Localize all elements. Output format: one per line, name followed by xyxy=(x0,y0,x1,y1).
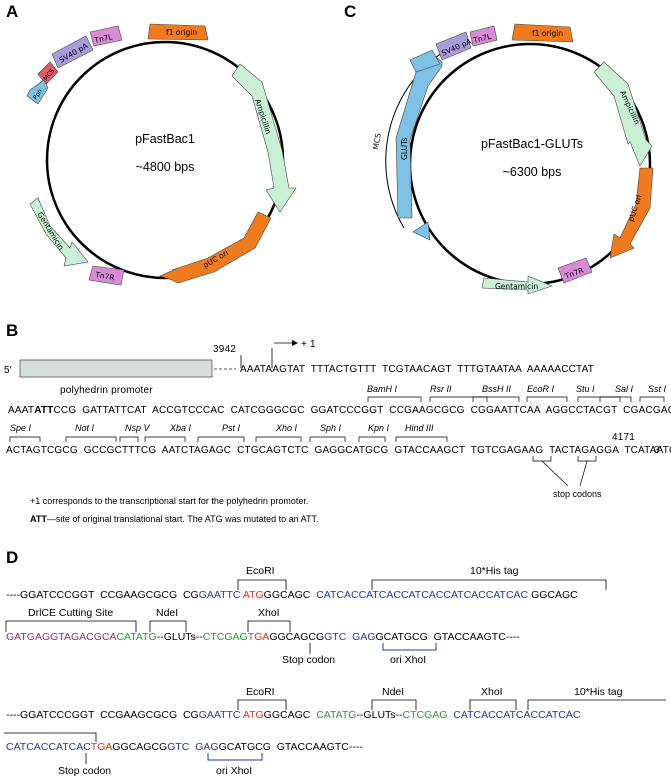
d2-ori-bracket xyxy=(207,753,263,761)
feature-c-sv40pa: SV40 pA xyxy=(435,31,474,61)
plasmid-a-size: ~4800 bps xyxy=(136,160,195,174)
seq-line-3: ACTAGTCGCG GCCGCTTTCG AATCTAGAGC CTGCAGT… xyxy=(6,445,671,456)
d1-stop-label: Stop codon xyxy=(282,654,335,666)
promoter-label: polyhedrin promoter xyxy=(60,385,153,396)
d1-ecori-label: EcoRI xyxy=(246,565,275,577)
feature-c-ampicillin: Ampicillin xyxy=(593,61,653,167)
enzyme-sali: Sal I xyxy=(615,384,634,394)
d1-his-label: 10*His tag xyxy=(470,565,519,577)
note-att: ATT—site of original translational start… xyxy=(30,514,318,524)
enzyme-noti: Not I xyxy=(75,423,95,433)
plasmid-c-size: ~6300 bps xyxy=(503,165,562,179)
d2-ndei-label: NdeI xyxy=(382,686,404,698)
five-prime: 5′ xyxy=(4,365,12,376)
feature-a-puc-ori: pUC ori xyxy=(159,211,272,284)
feature-a-sv40pa: SV40 pA xyxy=(51,35,94,69)
plasmid-c-name: pFastBac1-GLUTs xyxy=(481,137,583,151)
plus1-label: + 1 xyxy=(301,339,316,350)
position-4171: 4171 xyxy=(612,432,635,443)
feature-c-promoter-marker xyxy=(412,221,431,241)
svg-text:f1 origin: f1 origin xyxy=(532,29,563,38)
enzyme-row-1 xyxy=(367,396,665,402)
feature-a-mcs: MCS xyxy=(37,61,59,85)
svg-text:Tn7R: Tn7R xyxy=(94,270,116,282)
position-3942: 3942 xyxy=(213,344,236,355)
enzyme-bamhi: BamH I xyxy=(367,384,398,394)
d1-seq-line-2: GATGAGGTAGACGCACATATG--GLUTs--CTCGAGTGAG… xyxy=(6,631,520,643)
polyhedrin-promoter-box xyxy=(19,359,213,378)
svg-text:f1 origin: f1 origin xyxy=(166,28,197,37)
feature-c-gentamicin: Gentamicin xyxy=(481,275,553,295)
d2-seq-line-1: ----GGATCCCGGT CCGAAGCGCG CGGAATTC ATGGG… xyxy=(6,709,581,721)
d2-ori-label: ori XhoI xyxy=(216,765,252,777)
stop-codon-brackets xyxy=(532,456,597,487)
enzyme-sphi: Sph I xyxy=(320,423,342,433)
enzyme-kpni: Kpn I xyxy=(368,423,390,433)
feature-a-tn7l: Tn7L xyxy=(89,25,123,47)
feature-c-f1-origin: f1 origin xyxy=(511,23,574,43)
feature-a-ampicillin: Ampicillin xyxy=(231,63,297,213)
plasmid-a-name: pFastBac1 xyxy=(135,132,195,146)
d1-ndei-label: NdeI xyxy=(156,607,178,619)
panel-c-letter: C xyxy=(344,2,356,21)
d2-stop-label: Stop codon xyxy=(58,765,111,777)
enzyme-hindiii: Hind III xyxy=(405,423,434,433)
panel-b: B 3942 + 1 5′ AAATAAGTAT TTTACTGTTT TCGT… xyxy=(4,321,671,524)
att-site: ATT xyxy=(34,405,53,416)
d1-brackets-mid xyxy=(5,620,291,632)
enzyme-stui: Stu I xyxy=(576,384,595,394)
panel-b-letter: B xyxy=(6,321,18,340)
feature-c-puc-ori: pUC ori xyxy=(609,167,654,259)
d1-ori-label: ori XhoI xyxy=(390,654,426,666)
three-prime: 3′ xyxy=(654,445,662,456)
enzyme-nspv: Nsp V xyxy=(125,423,151,433)
enzyme-psti: Pst I xyxy=(222,423,241,433)
stop-codons-label: stop codons xyxy=(553,489,602,499)
enzyme-ecori: EcoR I xyxy=(527,384,555,394)
enzyme-bsshii: BssH II xyxy=(482,384,512,394)
d2-his-bracket-cont xyxy=(4,732,97,742)
d1-seq-line-1: ----GGATCCCGGT CCGAAGCGCG CGGAATTC ATGGG… xyxy=(6,589,578,601)
enzyme-xbai: Xba I xyxy=(169,423,192,433)
enzyme-spei: Spe I xyxy=(10,423,32,433)
svg-text:GLUTs: GLUTs xyxy=(400,138,409,160)
seq-line-2: AAATATTCCG GATTATTCAT ACCGTCCCAC CATCGGG… xyxy=(8,405,671,416)
note-plus1: +1 corresponds to the transcriptional st… xyxy=(30,496,308,506)
d2-seq-line-2: CATCACCATCACTGAGGCAGCGGTC GAGGCATGCG GTA… xyxy=(6,741,363,753)
d2-brackets-top xyxy=(237,699,666,710)
feature-a-pph: Pph xyxy=(26,79,49,105)
enzyme-xhoi: Xho I xyxy=(275,423,298,433)
enzyme-ssti: Sst I xyxy=(648,384,667,394)
d1-brackets-top xyxy=(237,579,607,590)
d2-xhoi-label: XhoI xyxy=(481,686,503,698)
panel-d-letter: D xyxy=(6,548,18,567)
feature-c-tn7r: Tn7R xyxy=(557,257,593,284)
feature-c-gluts: GLUTs xyxy=(395,49,443,219)
feature-a-tn7r: Tn7R xyxy=(88,265,125,286)
plus1-arrowhead xyxy=(292,340,298,346)
panel-d: D EcoRI 10*His tag ----GGATCCCGGT CCGAAG… xyxy=(4,548,666,777)
d1-ori-bracket xyxy=(382,643,437,651)
svg-text:Gentamicin: Gentamicin xyxy=(495,282,538,291)
svg-text:Tn7L: Tn7L xyxy=(93,32,115,45)
enzyme-rsrii: Rsr II xyxy=(430,384,452,394)
seq-line-1: AAATAAGTAT TTTACTGTTT TCGTAACAGT TTTGTAA… xyxy=(240,364,594,375)
panel-a-letter: A xyxy=(6,2,18,21)
d2-his-label: 10*His tag xyxy=(574,686,623,698)
enzyme-row-2 xyxy=(9,436,448,442)
panel-a: A f1 origin Ampicillin pUC ori Tn7R Gent… xyxy=(6,2,297,286)
d1-drlce-label: DrlCE Cutting Site xyxy=(28,607,113,619)
panel-c: C MCS f1 origin Ampicillin pUC ori Tn7R … xyxy=(344,2,654,295)
feature-a-f1-origin: f1 origin xyxy=(147,23,209,41)
mcs-arc xyxy=(385,39,466,229)
feature-c-tn7l: Tn7L xyxy=(469,25,498,47)
feature-c-mcs: MCS xyxy=(371,132,383,150)
feature-a-gentamicin: Gentamicin xyxy=(29,197,89,267)
d2-ecori-label: EcoRI xyxy=(246,686,275,698)
d1-xhoi-label: XhoI xyxy=(258,607,280,619)
